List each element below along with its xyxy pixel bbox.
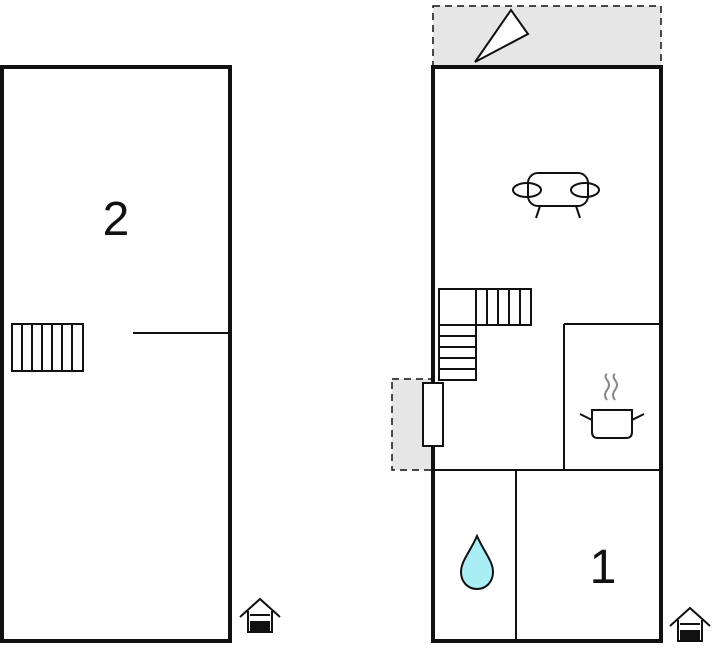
bathroom-drop-icon bbox=[459, 533, 495, 591]
ground-floor-outline bbox=[431, 65, 663, 643]
entrance-icon bbox=[669, 606, 711, 642]
sofa-icon bbox=[512, 172, 600, 219]
window bbox=[422, 382, 444, 447]
kitchen-pot-icon bbox=[579, 373, 645, 439]
stairs-icon bbox=[11, 323, 84, 372]
entrance-icon bbox=[239, 597, 281, 633]
ground-floor: 1 bbox=[391, 5, 711, 643]
upper-floor: 2 bbox=[0, 65, 281, 643]
room-label-2: 2 bbox=[103, 193, 130, 246]
terrace-icon bbox=[432, 5, 662, 68]
room-label-1: 1 bbox=[590, 541, 617, 594]
upper-floor-outline bbox=[0, 65, 232, 643]
stairs-icon bbox=[438, 288, 532, 381]
